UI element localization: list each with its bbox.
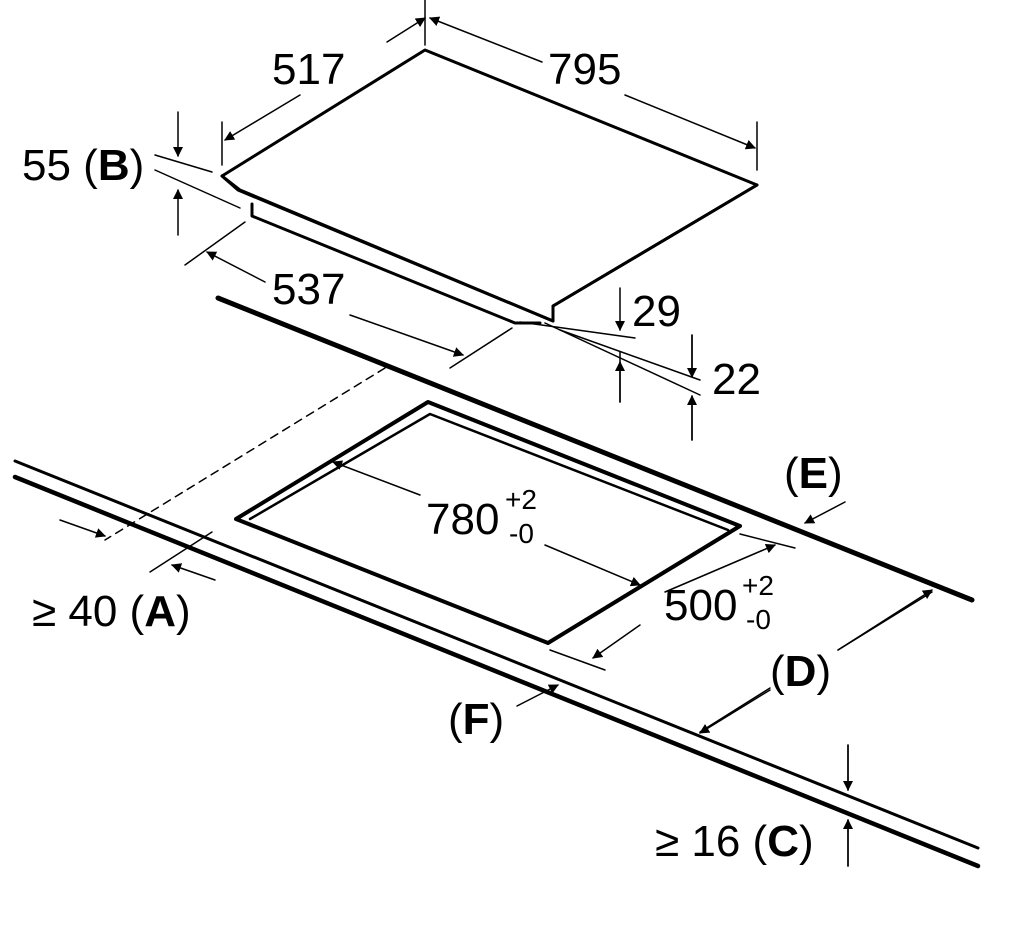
label-cutout-width-tol-plus: +2 [505,484,537,515]
label-ref-f: (F) [448,695,505,744]
ref-d: D [784,647,817,696]
hidden-line [104,367,386,541]
cutout-outline [234,400,742,645]
ref-b: B [97,141,130,190]
min-worktop-value: ≥ 16 [655,817,741,866]
label-underside-29: 29 [632,287,681,336]
label-width-795: 795 [548,45,622,94]
label-cutout-depth-500: 500 [664,581,738,630]
label-clearance-22: 22 [712,355,761,404]
label-cutout-depth-tol-plus: +2 [742,570,774,601]
label-min-worktop-16-c: ≥ 16 (C) [655,817,814,866]
ref-f: F [462,695,490,744]
worktop-front-edge-top [13,459,980,850]
height-55-value: 55 [22,141,71,190]
ref-a: A [144,587,176,636]
ref-e: E [798,449,829,498]
label-ref-d: (D) [770,647,832,696]
label-cutout-width-tol-minus: -0 [509,518,534,549]
cutout-inner-edge [248,412,730,532]
label-min-front-40-a: ≥ 40 (A) [32,587,191,636]
label-cutout-depth-tol-minus: -0 [746,604,771,635]
worktop-front-edge-bottom [12,474,981,869]
min-front-value: ≥ 40 [32,587,118,636]
label-ref-e: (E) [784,449,843,498]
ref-c: C [767,817,799,866]
label-cutout-width-780: 780 [426,495,500,544]
label-depth-517: 517 [272,45,346,94]
hob-front-edge [220,174,555,323]
worktop-back-edge [215,295,975,603]
hob-right-edge [551,183,759,308]
label-underside-537: 537 [272,265,346,314]
label-height-55-b: 55 (B) [22,141,145,190]
